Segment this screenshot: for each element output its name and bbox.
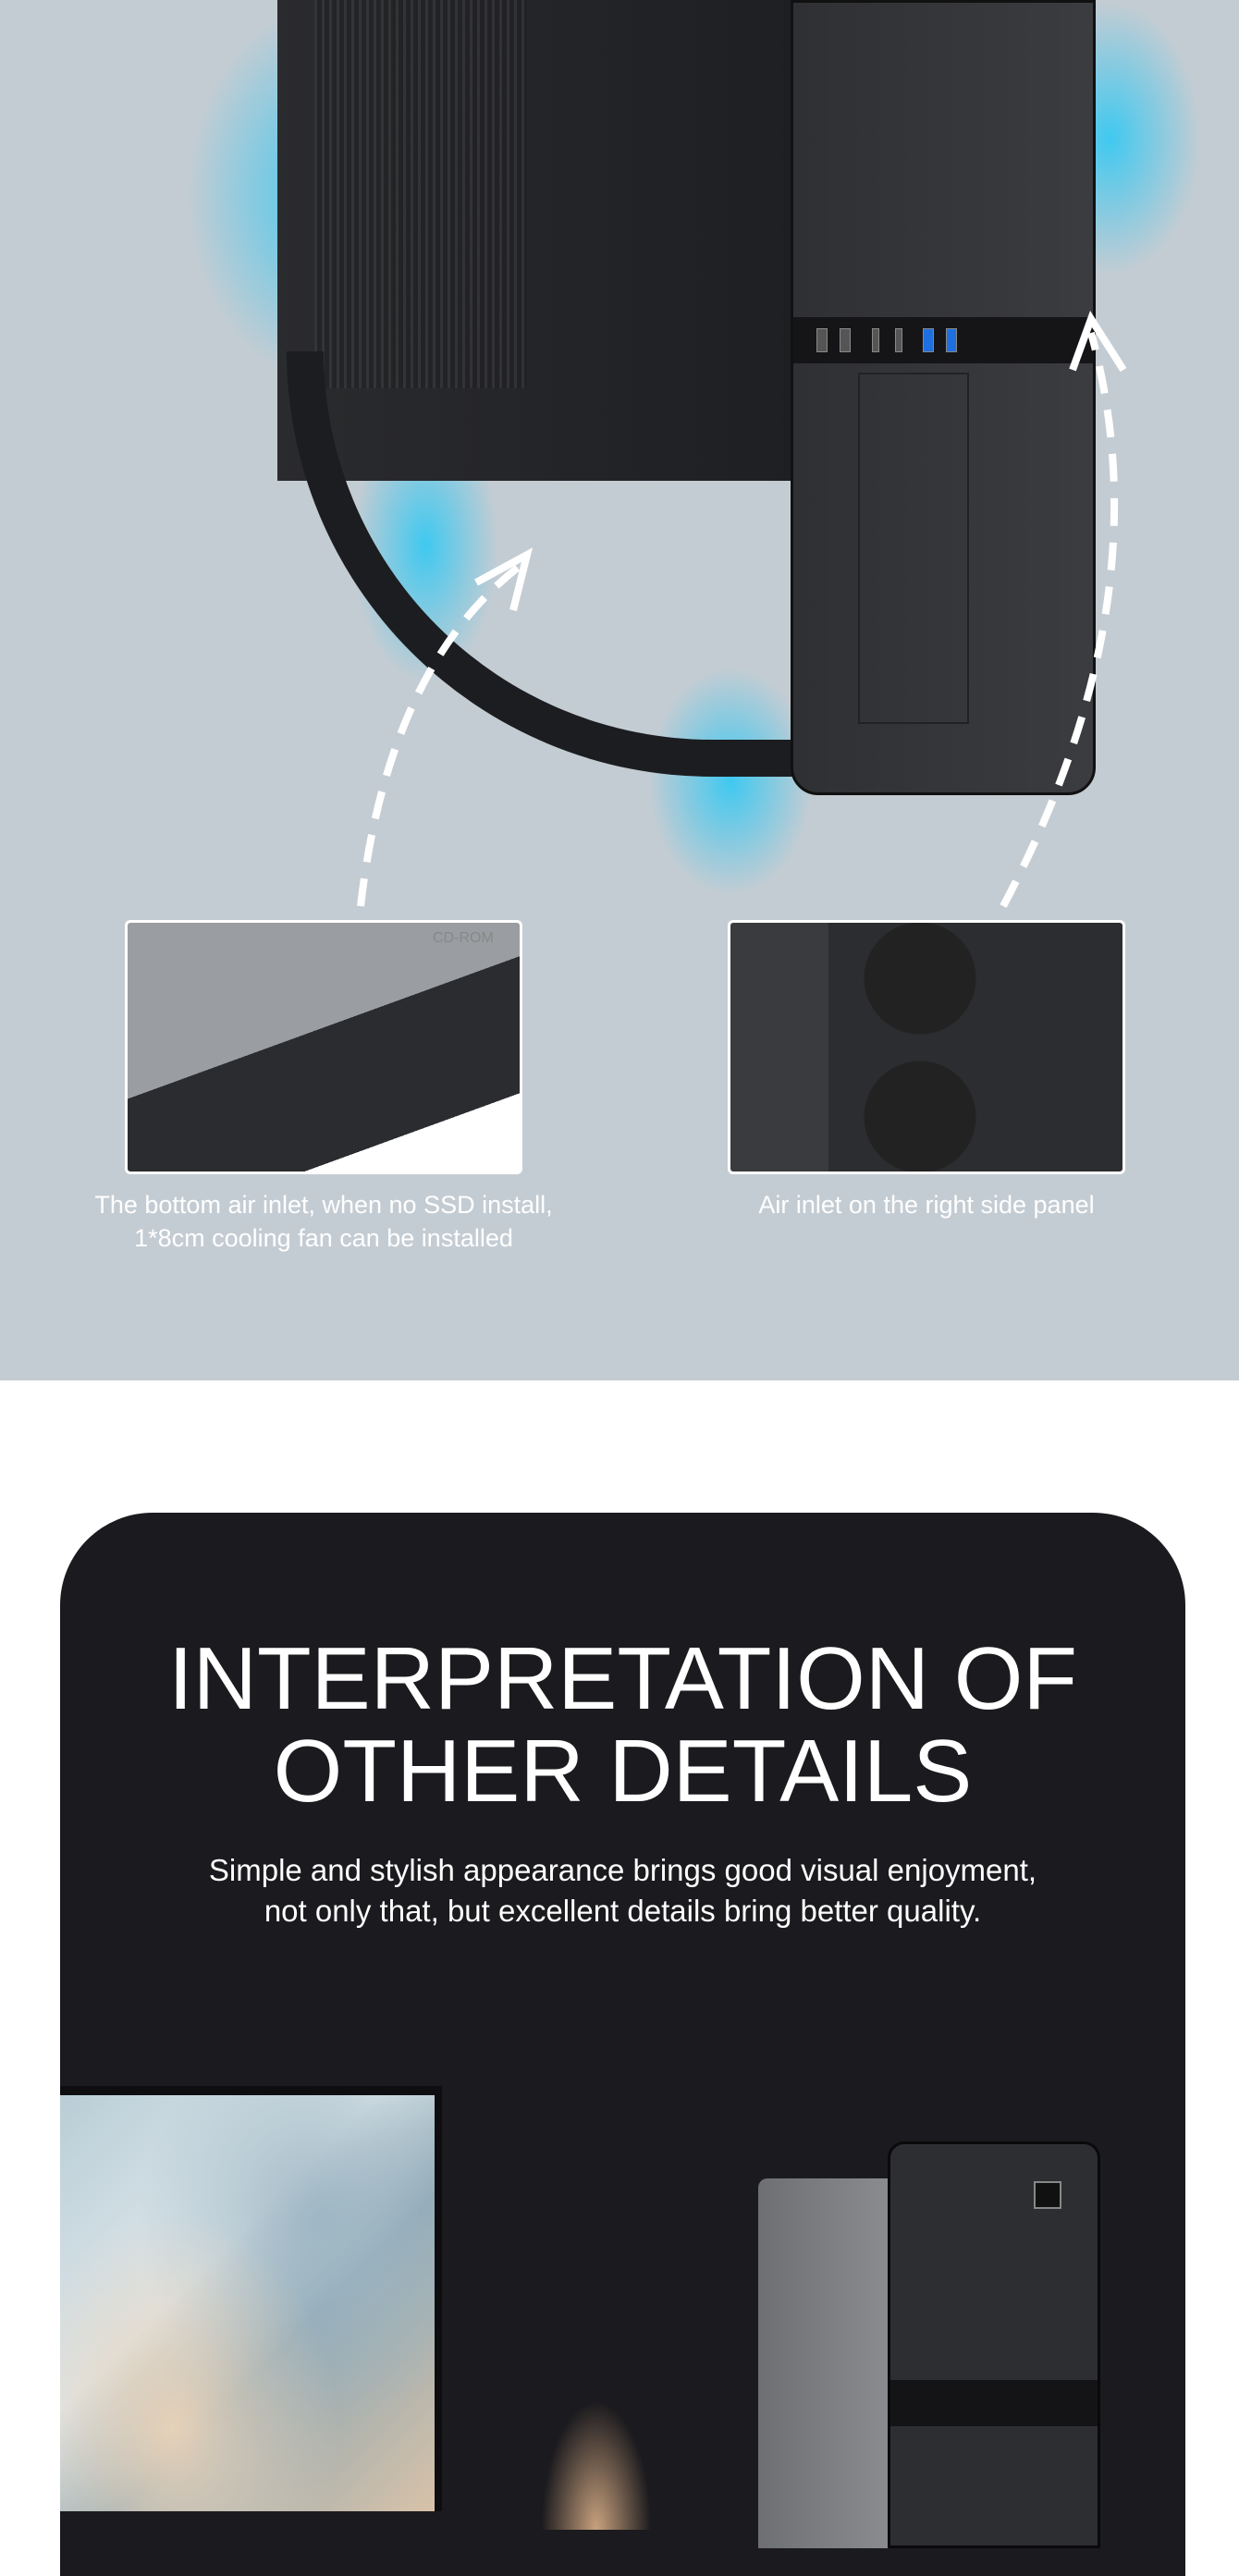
arrow-head-icon <box>474 547 534 611</box>
cd-rom-label: CD-ROM <box>433 930 494 946</box>
pc-case-image <box>758 2141 1100 2548</box>
pencil-cup-image <box>541 2400 652 2530</box>
title-line: INTERPRETATION OF <box>167 1629 1078 1728</box>
arrow-bottom-inlet <box>357 560 525 907</box>
caption-bottom-inlet: The bottom air inlet, when no SSD instal… <box>55 1188 592 1255</box>
subtitle-line: not only that, but excellent details bri… <box>264 1894 982 1928</box>
details-title: INTERPRETATION OF OTHER DETAILS <box>60 1633 1185 1818</box>
details-card: INTERPRETATION OF OTHER DETAILS Simple a… <box>60 1513 1185 2576</box>
arrow-head-icon <box>1069 311 1127 373</box>
airflow-section: CD-ROM The bottom air inlet, when no SSD… <box>0 0 1239 1380</box>
side-panel-thumbnail <box>728 920 1125 1174</box>
arrow-side-inlet <box>1000 331 1119 908</box>
title-line: OTHER DETAILS <box>273 1722 973 1821</box>
caption-line: Air inlet on the right side panel <box>758 1191 1095 1219</box>
monitor-image <box>60 2086 442 2511</box>
bottom-inlet-thumbnail: CD-ROM <box>125 920 522 1174</box>
caption-line: The bottom air inlet, when no SSD instal… <box>94 1191 553 1219</box>
caption-side-inlet: Air inlet on the right side panel <box>658 1188 1195 1221</box>
pc-case-front-image <box>791 0 1096 795</box>
details-subtitle: Simple and stylish appearance brings goo… <box>60 1850 1185 1932</box>
caption-line: 1*8cm cooling fan can be installed <box>134 1224 513 1252</box>
airflow-arrows <box>357 311 1127 908</box>
power-button-icon <box>1034 2181 1061 2209</box>
subtitle-line: Simple and stylish appearance brings goo… <box>208 1853 1037 1887</box>
